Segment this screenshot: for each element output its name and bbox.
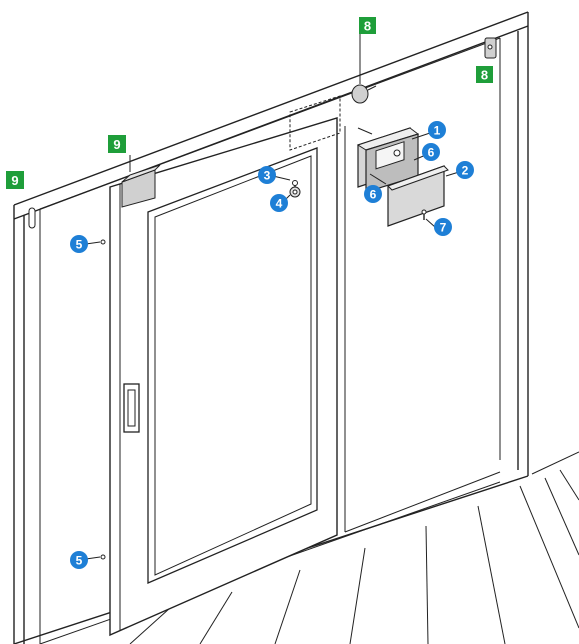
svg-text:6: 6	[370, 188, 377, 202]
callout-2: 2	[456, 161, 474, 179]
left-jamb-stopper	[28, 207, 36, 229]
svg-text:9: 9	[113, 137, 120, 152]
door-handle	[123, 383, 140, 433]
svg-text:8: 8	[481, 68, 488, 83]
callout-9-jamb: 9	[6, 171, 24, 189]
door-top-block	[121, 164, 161, 208]
floor-boards	[129, 451, 579, 644]
callout-6-left: 6	[364, 185, 382, 203]
leader-lines	[85, 34, 460, 560]
screw-5-lower	[100, 554, 106, 560]
green-callouts: 8 8 9 9	[6, 17, 493, 189]
blue-callouts: 1 2 3 4 5 5 6 6	[70, 121, 474, 569]
svg-text:1: 1	[434, 124, 441, 138]
callout-8-jamb: 8	[476, 66, 493, 83]
callout-1: 1	[428, 121, 446, 139]
callout-3: 3	[258, 166, 276, 184]
lock-body-device	[356, 127, 420, 193]
svg-text:4: 4	[276, 197, 283, 211]
header-stopper	[351, 84, 377, 104]
callout-6-right: 6	[422, 143, 440, 161]
jamb-stopper	[484, 37, 497, 59]
callout-4: 4	[270, 194, 288, 212]
svg-text:7: 7	[440, 221, 447, 235]
washer-4	[289, 186, 301, 198]
svg-text:6: 6	[428, 146, 435, 160]
screw-5-upper	[100, 239, 106, 245]
screw-7	[421, 209, 427, 220]
callout-5-upper: 5	[70, 235, 88, 253]
svg-text:5: 5	[76, 238, 83, 252]
callout-9-door: 9	[108, 135, 126, 153]
svg-text:8: 8	[364, 19, 371, 34]
svg-text:9: 9	[11, 173, 18, 188]
svg-text:3: 3	[264, 169, 271, 183]
callout-5-lower: 5	[70, 551, 88, 569]
callout-8-header: 8	[359, 17, 376, 34]
callout-7: 7	[434, 218, 452, 236]
svg-text:2: 2	[462, 164, 469, 178]
device-cover	[369, 165, 449, 227]
svg-text:5: 5	[76, 554, 83, 568]
